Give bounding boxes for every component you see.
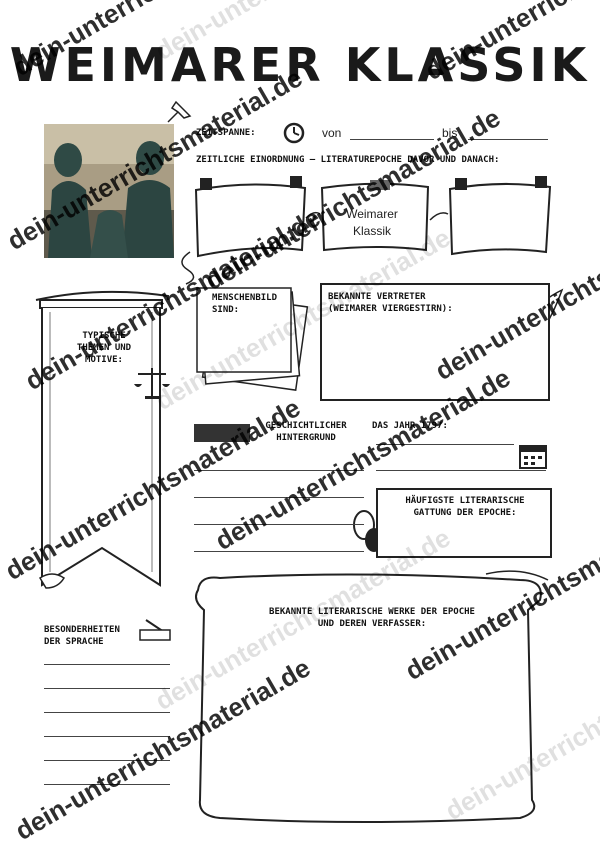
bis-label: bis (442, 126, 458, 140)
quill-ink-icon (139, 619, 171, 641)
stacked-papers (196, 287, 309, 391)
sprache-line-5[interactable] (44, 760, 170, 761)
scroll-frame (195, 570, 549, 823)
handshake-icon (38, 573, 66, 589)
jahr-line-1[interactable] (376, 444, 514, 445)
page-title: WEIMARER KLASSIK (9, 38, 591, 92)
calendar-icon (519, 445, 547, 469)
von-label: von (322, 126, 342, 140)
sprache-label: BESONDERHEITEN DER SPRACHE (44, 625, 120, 647)
goethe-schiller-statue-photo (44, 124, 174, 258)
einordnung-middle: Weimarer Klassik (346, 207, 398, 238)
geschichte-line-1[interactable] (194, 470, 364, 471)
geschichte-line-4[interactable] (194, 551, 364, 552)
banner-frame (35, 290, 169, 587)
geschichte-label: GESCHICHTLICHER HINTERGRUND (265, 421, 347, 443)
geschichte-line-3[interactable] (194, 524, 364, 525)
pushpin-icon (167, 100, 192, 123)
gattung-label: HÄUFIGSTE LITERARISCHE GATTUNG DER EPOCH… (405, 496, 525, 518)
einordnung-label: ZEITLICHE EINORDNUNG – LITERATUREPOCHE D… (196, 155, 500, 165)
bis-input-line[interactable] (468, 139, 548, 140)
scales-icon (134, 368, 170, 399)
jahr-line-2[interactable] (376, 470, 546, 471)
jahr-label: DAS JAHR 1797: (372, 421, 448, 431)
sprache-line-2[interactable] (44, 688, 170, 689)
sprache-line-6[interactable] (44, 784, 170, 785)
history-strip-image (194, 424, 250, 442)
themen-label: TYPISCHE THEMEN UND MOTIVE: (76, 331, 132, 365)
sprache-line-4[interactable] (44, 736, 170, 737)
von-input-line[interactable] (350, 139, 434, 140)
zeitspanne-label: ZEITSPANNE: (196, 128, 256, 138)
gattung-box[interactable] (376, 488, 552, 558)
vertreter-box[interactable] (320, 283, 550, 401)
geschichte-line-2[interactable] (194, 497, 364, 498)
sprache-line-1[interactable] (44, 664, 170, 665)
clock-icon (283, 122, 305, 144)
sprache-line-3[interactable] (44, 712, 170, 713)
menschenbild-label: MENSCHENBILD SIND: (212, 293, 278, 315)
werke-label: BEKANNTE LITERARISCHE WERKE DER EPOCHE U… (269, 607, 475, 629)
vertreter-label: BEKANNTE VERTRETER (WEIMARER VIERGESTIRN… (328, 292, 453, 314)
